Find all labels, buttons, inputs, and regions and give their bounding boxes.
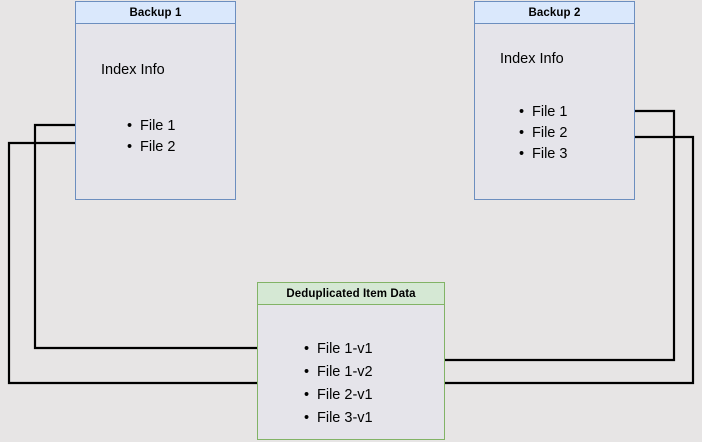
node-backup-1-file-list: File 1 File 2: [127, 116, 175, 158]
node-deduplicated-item-data[interactable]: Deduplicated Item Data File 1-v1 File 1-…: [257, 282, 445, 440]
node-backup-2-title: Backup 2: [528, 6, 581, 19]
list-item-dedup-file3v1[interactable]: File 3-v1: [304, 407, 373, 430]
node-backup-1[interactable]: Backup 1 Index Info File 1 File 2: [75, 1, 236, 200]
list-item-dedup-file1v1[interactable]: File 1-v1: [304, 338, 373, 361]
node-backup-1-header: Backup 1: [75, 1, 236, 24]
list-item-dedup-file2v1[interactable]: File 2-v1: [304, 384, 373, 407]
node-deduplicated-item-data-file-list: File 1-v1 File 1-v2 File 2-v1 File 3-v1: [304, 338, 373, 430]
node-backup-2-file-list: File 1 File 2 File 3: [519, 102, 567, 165]
node-backup-2-header: Backup 2: [474, 1, 635, 24]
list-item-backup2-file3[interactable]: File 3: [519, 144, 567, 165]
node-backup-2[interactable]: Backup 2 Index Info File 1 File 2 File 3: [474, 1, 635, 200]
list-item-backup2-file2[interactable]: File 2: [519, 123, 567, 144]
node-backup-1-section-label: Index Info: [101, 62, 165, 78]
list-item-backup2-file1[interactable]: File 1: [519, 102, 567, 123]
node-backup-1-title: Backup 1: [129, 6, 182, 19]
list-item-dedup-file1v2[interactable]: File 1-v2: [304, 361, 373, 384]
node-backup-2-section-label: Index Info: [500, 51, 564, 67]
node-deduplicated-item-data-header: Deduplicated Item Data: [257, 282, 445, 305]
list-item-backup1-file2[interactable]: File 2: [127, 137, 175, 158]
node-deduplicated-item-data-title: Deduplicated Item Data: [286, 287, 416, 300]
list-item-backup1-file1[interactable]: File 1: [127, 116, 175, 137]
